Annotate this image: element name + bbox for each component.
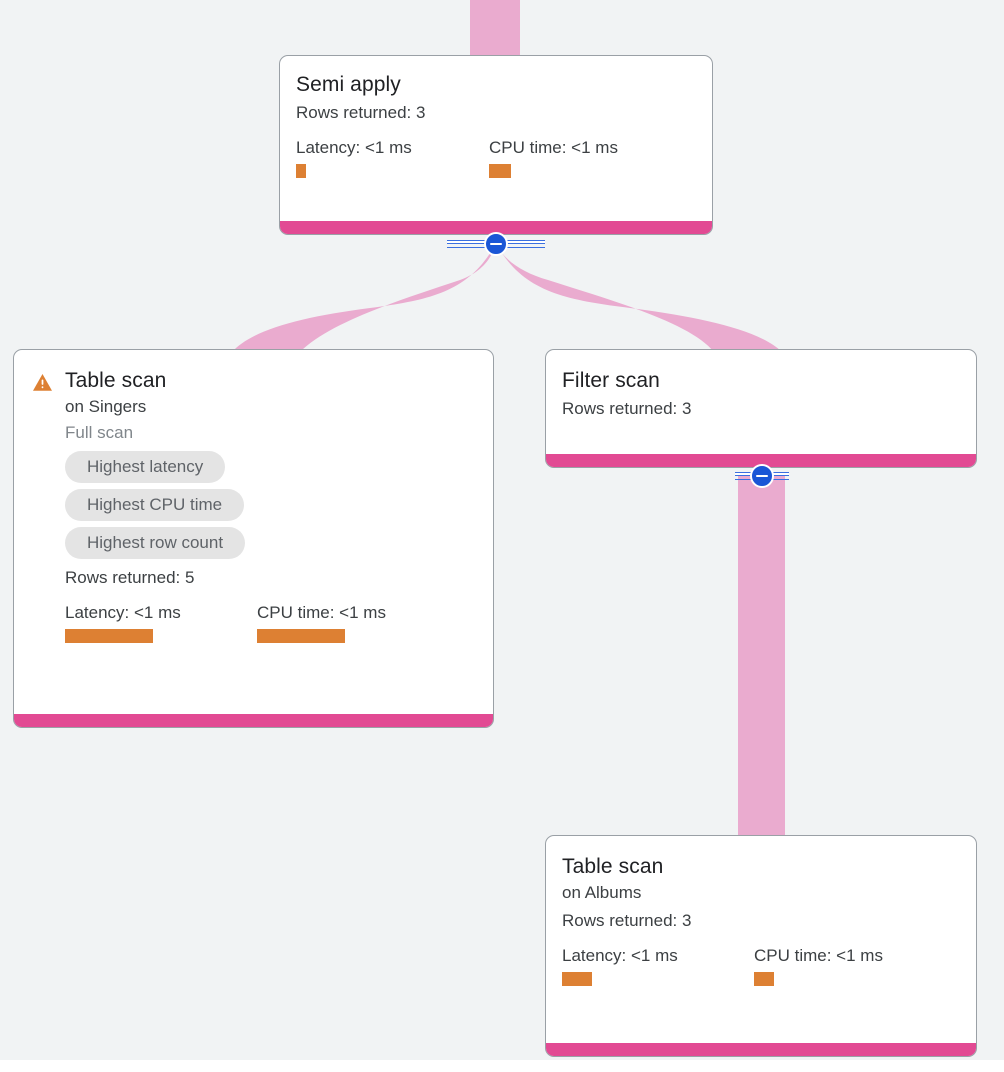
node-header: Table scan on Singers Full scan Highest … [32,368,477,643]
node-semi-apply[interactable]: Semi apply Rows returned: 3 Latency: <1 … [279,55,713,235]
rows-returned: Rows returned: 3 [562,399,692,418]
metric-cpu-time: CPU time: <1 ms [257,602,386,643]
rows-returned: Rows returned: 3 [562,911,692,930]
metric-latency-label: Latency: <1 ms [65,603,181,622]
node-title: Table scan [65,369,167,392]
metric-latency-bar [562,972,592,986]
node-header: Semi apply [296,72,696,98]
node-footer-bar [280,221,712,234]
edge-root-to-semi-apply [470,0,520,56]
collapse-toggle-filter-scan[interactable] [750,464,774,488]
canvas-bottom-strip [0,1060,1004,1072]
node-footer-bar [546,454,976,467]
metric-latency-label: Latency: <1 ms [562,946,678,965]
badge-chip-group: Highest latency Highest CPU time Highest… [65,451,386,559]
node-body: Table scan on Singers Full scan Highest … [14,350,493,714]
metrics-group: Latency: <1 ms CPU time: <1 ms [562,945,960,986]
node-body: Semi apply Rows returned: 3 Latency: <1 … [280,56,712,221]
node-subtitle: on Albums [562,883,642,902]
metric-latency: Latency: <1 ms [296,137,489,178]
node-title: Filter scan [562,369,660,392]
edge-semi-apply-to-table-scan-singers [232,243,496,352]
warning-triangle-icon [33,374,52,391]
node-head-text: Table scan on Singers Full scan Highest … [65,368,386,643]
chip-highest-latency: Highest latency [65,451,226,483]
chip-highest-row-count: Highest row count [65,527,246,559]
metric-cpu-time: CPU time: <1 ms [754,945,883,986]
node-footer-bar [14,714,493,727]
metric-latency: Latency: <1 ms [65,602,257,643]
chip-highest-cpu-time: Highest CPU time [65,489,245,521]
rows-returned: Rows returned: 3 [296,103,426,122]
metric-cpu-time-label: CPU time: <1 ms [489,138,618,157]
node-body: Filter scan Rows returned: 3 [546,350,976,454]
metrics-group: Latency: <1 ms CPU time: <1 ms [65,602,386,643]
metric-latency: Latency: <1 ms [562,945,754,986]
metric-cpu-time-bar [257,629,345,643]
node-subtitle: on Singers [65,397,147,416]
node-title: Table scan [562,855,664,878]
metric-cpu-time-label: CPU time: <1 ms [754,946,883,965]
node-table-scan-albums[interactable]: Table scan on Albums Rows returned: 3 La… [545,835,977,1057]
node-body: Table scan on Albums Rows returned: 3 La… [546,836,976,1043]
edge-filter-scan-to-table-scan-albums [738,474,785,838]
node-header: Table scan [562,854,960,880]
metric-cpu-time: CPU time: <1 ms [489,137,618,178]
metric-cpu-time-label: CPU time: <1 ms [257,603,386,622]
metric-latency-label: Latency: <1 ms [296,138,412,157]
node-title: Semi apply [296,73,401,96]
metric-cpu-time-bar [489,164,511,178]
metric-cpu-time-bar [754,972,774,986]
node-footer-bar [546,1043,976,1056]
edge-semi-apply-to-filter-scan [496,243,782,352]
node-table-scan-singers[interactable]: Table scan on Singers Full scan Highest … [13,349,494,728]
collapse-toggle-semi-apply[interactable] [484,232,508,256]
metric-latency-bar [65,629,153,643]
rows-returned: Rows returned: 5 [65,568,195,587]
node-header: Filter scan [562,368,960,394]
node-scan-type: Full scan [65,423,134,442]
node-filter-scan[interactable]: Filter scan Rows returned: 3 [545,349,977,468]
metric-latency-bar [296,164,306,178]
metrics-group: Latency: <1 ms CPU time: <1 ms [296,137,696,178]
